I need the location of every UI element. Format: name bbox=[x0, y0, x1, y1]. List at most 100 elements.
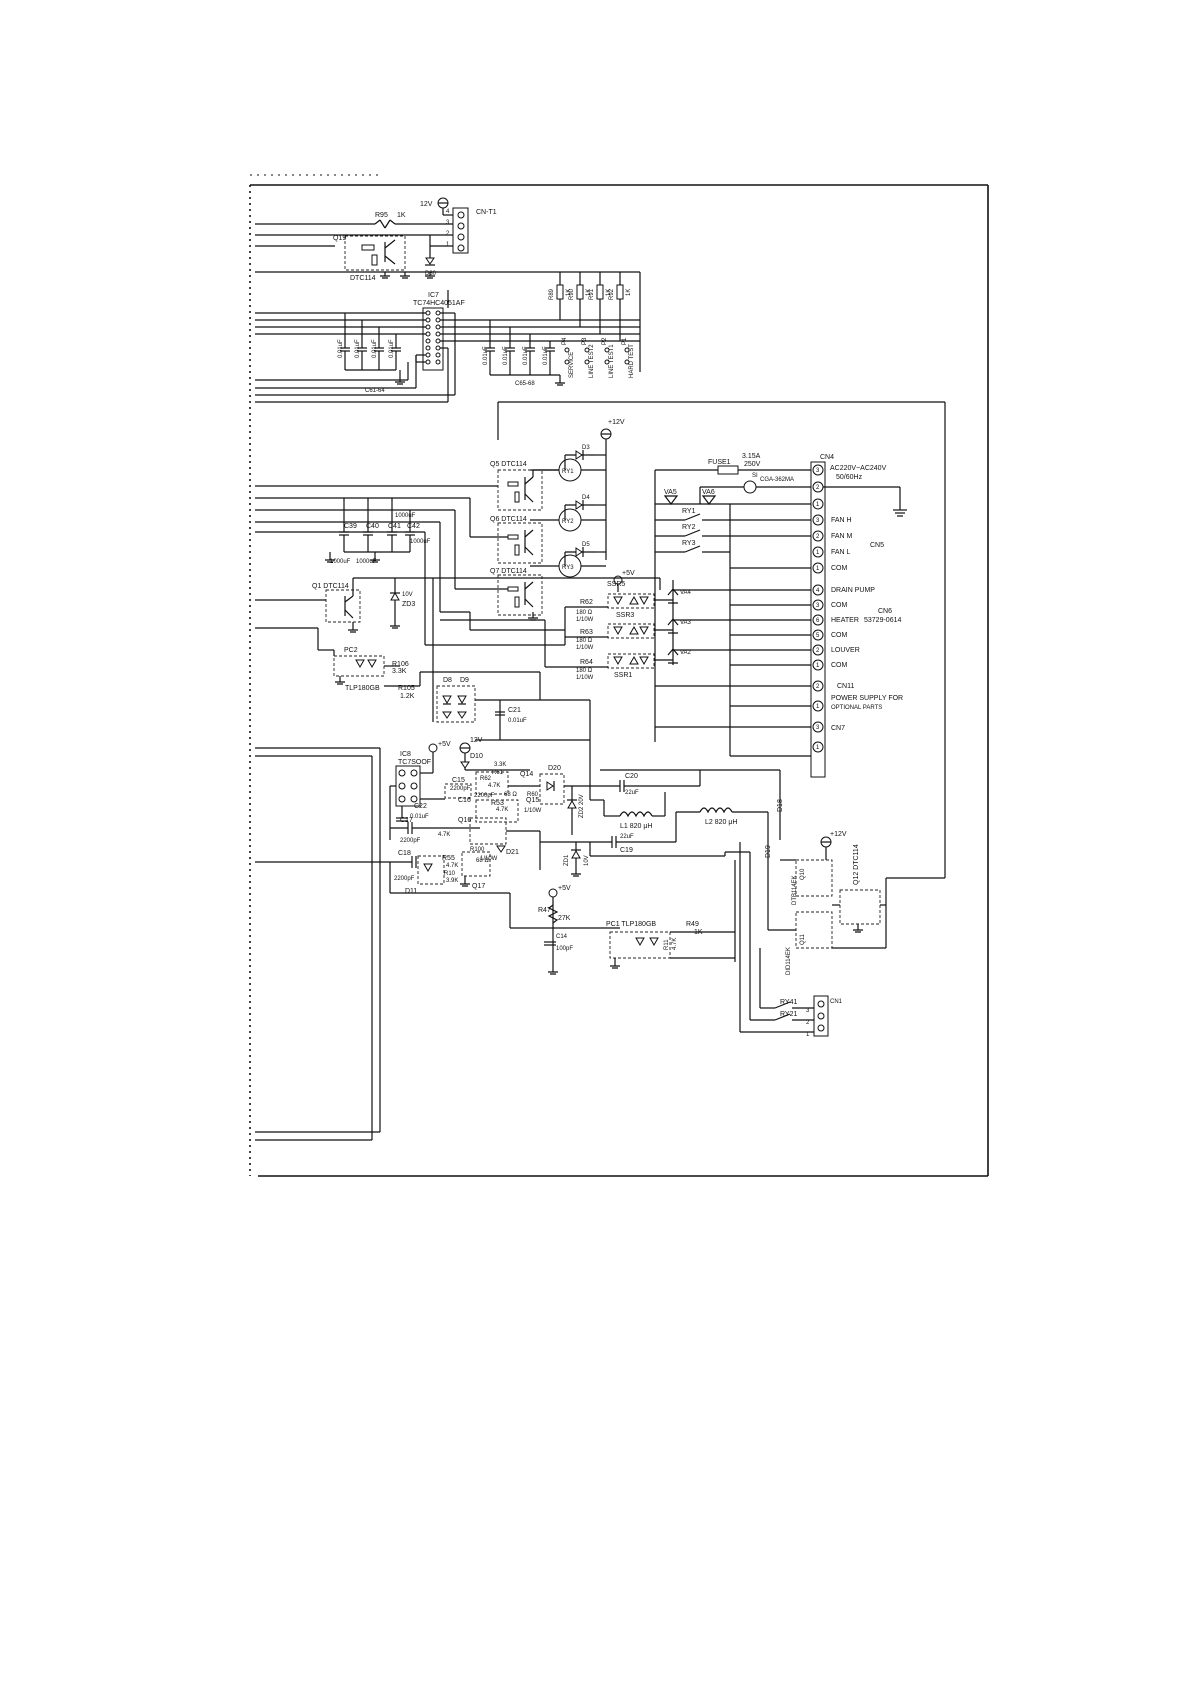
cn6-pin: 3 bbox=[816, 603, 820, 609]
q17-transistor bbox=[461, 851, 491, 877]
cn4-pin: 1 bbox=[816, 502, 820, 508]
c63-value: 0.01uF bbox=[372, 339, 378, 358]
q11-label: Q11 bbox=[800, 933, 806, 945]
cn6-label: CN6 bbox=[878, 608, 892, 615]
cnt1-pin-label: 3 bbox=[446, 220, 450, 226]
c17-value: 2200pF bbox=[400, 838, 421, 844]
ry2-label: RY2 bbox=[562, 519, 574, 525]
capacitors-c65-68: 0.01uF 0.01uF 0.01uF 0.01uF C65-68 bbox=[483, 320, 565, 387]
label-12v-relay: +12V bbox=[608, 419, 625, 426]
q1-transistor bbox=[325, 589, 361, 623]
d3-label: D3 bbox=[582, 445, 590, 451]
q5-transistor bbox=[497, 469, 543, 511]
cn6-pin: 5 bbox=[816, 633, 820, 639]
r92-value: 1K bbox=[626, 289, 632, 296]
d8-d9-diode-pair bbox=[436, 685, 476, 723]
cn11-pin: 1 bbox=[816, 704, 820, 710]
cn6-pin: 4 bbox=[816, 588, 820, 594]
cnt1-pin-label: 1 bbox=[446, 242, 450, 248]
r10-value: 3.9K bbox=[446, 878, 458, 884]
cn11-connector: 2 1 CN11 POWER SUPPLY FOR OPTIONAL PARTS bbox=[812, 680, 903, 712]
r64-label: R64 bbox=[580, 659, 593, 666]
r47-label: R47 bbox=[538, 907, 551, 914]
schematic-frame bbox=[249, 174, 989, 1177]
cn5-pin: 3 bbox=[816, 518, 820, 524]
d20-diode bbox=[539, 773, 565, 805]
r62-label: R62 bbox=[580, 599, 593, 606]
fuse1-voltage: 250V bbox=[744, 461, 761, 468]
cn6-pin: 6 bbox=[816, 618, 820, 624]
r54-value: 4.7K bbox=[438, 832, 450, 838]
l2-label: L2 820 μH bbox=[705, 819, 737, 826]
cn5-pin: 1 bbox=[816, 550, 820, 556]
zd3-value: 10V bbox=[402, 592, 413, 598]
q7-label: Q7 DTC114 bbox=[490, 568, 527, 575]
c67-value: 0.01uF bbox=[523, 346, 529, 365]
c15-label: C15 bbox=[452, 777, 465, 784]
cn7-connector: 3 1 CN7 bbox=[812, 721, 845, 753]
c22-value: 0.01uF bbox=[410, 814, 429, 820]
c22-label: C22 bbox=[414, 803, 427, 810]
r61-label: R61 bbox=[492, 770, 504, 776]
label-12v-cn1: +12V bbox=[830, 831, 847, 838]
cn11-pin: 2 bbox=[816, 684, 820, 690]
r11-label: R11 bbox=[664, 939, 670, 950]
pc1-label: PC1 TLP180GB bbox=[606, 921, 656, 928]
cn1-label: CN1 bbox=[830, 999, 843, 1005]
c20-label: C20 bbox=[625, 773, 638, 780]
fan-m-label: FAN M bbox=[831, 533, 853, 540]
q5-label: Q5 DTC114 bbox=[490, 461, 527, 468]
ry1-label: RY1 bbox=[562, 469, 574, 475]
q10-part: DTB114EK bbox=[792, 875, 798, 905]
cn4-label: CN4 bbox=[820, 454, 834, 461]
si-part: CGA-362MA bbox=[760, 477, 794, 483]
q12-label: Q12 DTC114 bbox=[853, 844, 860, 885]
left-interface-wires bbox=[255, 747, 553, 1141]
r64-value: 180 Ω bbox=[576, 668, 593, 674]
r63-value: 180 Ω bbox=[576, 638, 593, 644]
c41-label: C41 bbox=[388, 523, 401, 530]
cn6-com3-label: COM bbox=[831, 662, 848, 669]
cn11-desc2: OPTIONAL PARTS bbox=[831, 705, 882, 711]
q17-label: Q17 bbox=[472, 883, 485, 890]
q15-transistor bbox=[475, 799, 519, 823]
cn11-desc1: POWER SUPPLY FOR bbox=[831, 695, 903, 702]
d8-d9-section: D8 D9 C21 0.01uF bbox=[436, 677, 591, 800]
cnt1-pin-label: 4 bbox=[446, 209, 450, 215]
cn6-com2-label: COM bbox=[831, 632, 848, 639]
d5-label: D5 bbox=[582, 542, 590, 548]
r95-value: 1K bbox=[397, 212, 406, 219]
r92-label: R92 bbox=[609, 288, 615, 300]
fan-h-label: FAN H bbox=[831, 517, 852, 524]
cn6-pin: 1 bbox=[816, 663, 820, 669]
c40-value: 1000uF bbox=[356, 559, 377, 565]
pullup-resistors: R89 1K R90 1K R91 1K R92 1K bbox=[549, 272, 632, 341]
r95-label: R95 bbox=[375, 212, 388, 219]
heater-label: HEATER bbox=[831, 617, 859, 624]
cn-t1-label: CN-T1 bbox=[476, 209, 497, 216]
ic7-section: IC7 TC74HC4051AF bbox=[255, 271, 641, 403]
q6-transistor bbox=[497, 522, 543, 564]
r60-power: 1/10W bbox=[524, 808, 542, 814]
drain-pump-label: DRAIN PUMP bbox=[831, 587, 875, 594]
zd1-label: ZD1 bbox=[564, 854, 570, 866]
cn1-pin: 2 bbox=[806, 1020, 810, 1026]
hard-test-label: HARD TEST bbox=[629, 344, 635, 378]
si-label: SI bbox=[752, 473, 758, 479]
test-switches: P4 SERVICE P3 LINE TEST2 P2 LINE TEST1 P… bbox=[562, 337, 635, 378]
ssr3-relay bbox=[607, 623, 655, 639]
c19-value: 22uF bbox=[620, 834, 634, 840]
c68-value: 0.01uF bbox=[543, 346, 549, 365]
cn1-pin: 3 bbox=[806, 1008, 810, 1014]
pc1-optocoupler bbox=[609, 931, 671, 959]
mains-section: CN4 AC220V~AC240V 50/60Hz 3 2 1 3 2 1 1 … bbox=[440, 453, 907, 778]
r55-label: R55 bbox=[442, 855, 455, 862]
r91-value: 1K bbox=[606, 289, 612, 296]
r53-label: R53 bbox=[491, 800, 504, 807]
r62-value: 180 Ω bbox=[576, 610, 593, 616]
r49-label: R49 bbox=[686, 921, 699, 928]
cn11-label: CN11 bbox=[837, 683, 854, 690]
cn1-pin: 1 bbox=[806, 1032, 810, 1038]
r62-power: 1/10W bbox=[576, 617, 594, 623]
